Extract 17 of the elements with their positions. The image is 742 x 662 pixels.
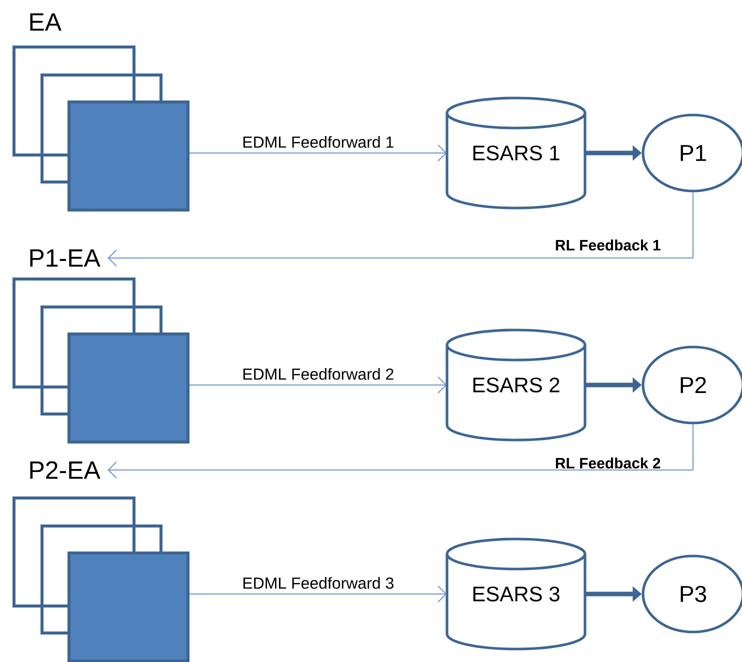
- edge-label: RL Feedback 1: [554, 238, 662, 252]
- edge-label: EDML Feedforward 2: [241, 367, 396, 381]
- node-label: ESARS 3: [473, 586, 560, 602]
- edge-label: RL Feedback 2: [554, 456, 662, 470]
- edge-label: EDML Feedforward 1: [241, 135, 396, 149]
- heading: P1-EA: [30, 249, 100, 267]
- heading: EA: [30, 13, 62, 31]
- database-cylinder: ESARS 2: [446, 328, 586, 442]
- arrow: [189, 376, 447, 394]
- arrow: [189, 586, 447, 602]
- database-cylinder: ESARS 1: [446, 96, 586, 210]
- heading: P2-EA: [30, 461, 100, 479]
- database-cylinder: ESARS 3: [446, 538, 586, 650]
- edge-label: EDML Feedforward 3: [241, 576, 396, 590]
- arrow: [189, 144, 447, 162]
- arrow: [108, 192, 694, 266]
- arrow: [108, 424, 694, 478]
